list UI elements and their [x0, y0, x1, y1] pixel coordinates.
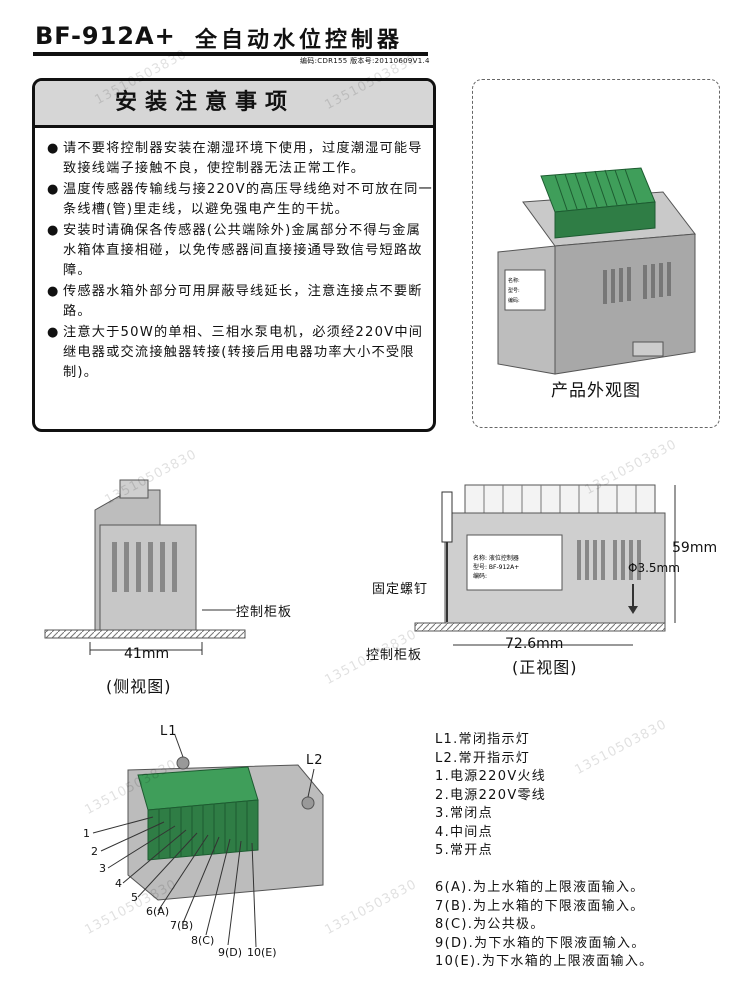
product-label-code: 编码: [508, 297, 520, 304]
notes-title: 安装注意事项 [115, 90, 296, 115]
watermark: 13510503830 [572, 716, 670, 779]
product-caption: 产品外观图 [551, 381, 641, 401]
legend-item: 9(D).为下水箱的下限液面输入。 [435, 935, 646, 951]
front-label-model: 型号: BF-912A+ [473, 563, 519, 571]
input-legend: 6(A).为上水箱的上限液面输入。 7(B).为上水箱的下限液面输入。 8(C)… [435, 879, 653, 972]
model-number: BF-912A+ [35, 22, 176, 50]
product-illustration: 名称: 型号: 编码: [497, 167, 696, 375]
note-item: 注意大于50W的单相、三相水泵电机，必须经220V中间继电器或交流接触器转接(转… [47, 323, 433, 383]
callout-1: 1 [83, 827, 90, 840]
callout-10e: 10(E) [247, 946, 277, 959]
legend-item: 4.中间点 [435, 824, 493, 840]
front-view-drawing: 名称: 液位控制器 型号: BF-912A+ 编码: [414, 484, 676, 646]
legend-item: 10(E).为下水箱的上限液面输入。 [435, 954, 654, 969]
hole-diameter: Φ3.5mm [628, 561, 680, 575]
front-label-name: 名称: 液位控制器 [473, 554, 519, 562]
front-panel-label: 控制柜板 [366, 648, 423, 663]
led-l1-label: L1 [160, 724, 178, 739]
legend-item: 1.电源220V火线 [435, 769, 547, 784]
header-rule [33, 52, 428, 56]
side-view-caption: (侧视图) [106, 677, 172, 696]
callout-9d: 9(D) [218, 946, 243, 959]
front-height-dimension: 59mm [672, 540, 718, 556]
document-code: 编码:CDR155 版本号:20110609V1.4 [300, 57, 430, 65]
callout-4: 4 [115, 877, 122, 890]
callout-2: 2 [91, 845, 98, 858]
notes-list: 请不要将控制器安装在潮湿环境下使用，过度潮湿可能导致接线端子接触不良，使控制器无… [47, 139, 433, 384]
page-title: 全自动水位控制器 [195, 28, 404, 53]
product-label [504, 269, 546, 311]
callout-3: 3 [99, 862, 106, 875]
callout-5: 5 [131, 891, 138, 904]
front-product-label [466, 534, 563, 591]
callout-8c: 8(C) [191, 934, 215, 947]
callout-7b: 7(B) [170, 919, 194, 932]
note-item: 温度传感器传输线与接220V的高压导线绝对不可放在同一条线槽(管)里走线，以避免… [47, 180, 433, 220]
product-appearance-box: 名称: 型号: 编码: 产品外观图 [472, 79, 720, 428]
legend-item: L2.常开指示灯 [435, 750, 531, 766]
notes-header: 安装注意事项 [35, 81, 433, 128]
product-label-name: 名称: [508, 277, 520, 284]
note-item: 请不要将控制器安装在潮湿环境下使用，过度潮湿可能导致接线端子接触不良，使控制器无… [47, 139, 433, 179]
front-width-dimension: 72.6mm [505, 636, 564, 652]
legend-item: 3.常闭点 [435, 806, 493, 821]
legend-item: 6(A).为上水箱的上限液面输入。 [435, 880, 645, 895]
note-item: 安装时请确保各传感器(公共端除外)金属部分不得与金属水箱体直接相碰，以免传感器间… [47, 221, 433, 281]
side-panel-label: 控制柜板 [236, 605, 293, 620]
legend-item: 7(B).为上水箱的下限液面输入。 [435, 898, 645, 914]
terminal-diagram [92, 734, 324, 948]
product-label-model: 型号: [508, 287, 520, 294]
legend-item: 2.电源220V零线 [435, 787, 547, 803]
terminal-legend: L1.常闭指示灯 L2.常开指示灯 1.电源220V火线 2.电源220V零线 … [435, 731, 546, 861]
legend-item: 8(C).为公共极。 [435, 917, 545, 932]
note-item: 传感器水箱外部分可用屏蔽导线延长，注意连接点不要断路。 [47, 282, 433, 322]
led-l1-indicator [176, 756, 190, 770]
led-l2-indicator [301, 796, 315, 810]
legend-item: L1.常闭指示灯 [435, 732, 531, 747]
installation-notes-box: 安装注意事项 请不要将控制器安装在潮湿环境下使用，过度潮湿可能导致接线端子接触不… [32, 78, 436, 432]
fixing-screw-label: 固定螺钉 [372, 582, 429, 597]
front-label-code: 编码: [473, 572, 487, 580]
callout-6a: 6(A) [146, 905, 170, 918]
led-l2-label: L2 [306, 753, 324, 768]
side-view-drawing [44, 479, 246, 655]
front-view-caption: (正视图) [512, 658, 578, 677]
legend-item: 5.常开点 [435, 843, 493, 858]
side-width-dimension: 41mm [124, 646, 170, 662]
